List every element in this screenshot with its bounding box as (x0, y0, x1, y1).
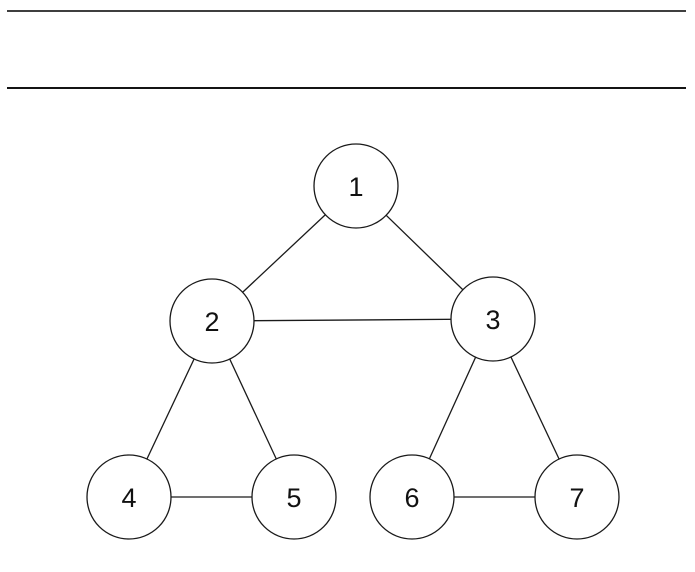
node-label: 7 (569, 483, 584, 513)
node-circle[interactable] (369, 454, 455, 540)
graph-node-1[interactable]: 1 (313, 143, 399, 229)
graph-node-3[interactable]: 3 (450, 276, 536, 362)
node-label: 5 (286, 483, 301, 513)
node-circle[interactable] (251, 454, 337, 540)
graph-node-7[interactable]: 7 (534, 454, 620, 540)
node-label: 3 (485, 305, 500, 335)
edge-2-3 (211, 318, 494, 322)
node-circle[interactable] (169, 278, 255, 364)
graph-node-6[interactable]: 6 (369, 454, 455, 540)
graph-nodes: 1 2 3 4 5 6 7 (86, 143, 620, 540)
node-label: 6 (404, 483, 419, 513)
node-label: 4 (121, 483, 136, 513)
horizontal-rules (7, 10, 686, 89)
graph-node-4[interactable]: 4 (86, 454, 172, 540)
node-circle[interactable] (313, 143, 399, 229)
node-circle[interactable] (534, 454, 620, 540)
node-label: 1 (348, 172, 363, 202)
node-circle[interactable] (450, 276, 536, 362)
node-label: 2 (204, 307, 219, 337)
graph-node-5[interactable]: 5 (251, 454, 337, 540)
node-circle[interactable] (86, 454, 172, 540)
graph-node-2[interactable]: 2 (169, 278, 255, 364)
